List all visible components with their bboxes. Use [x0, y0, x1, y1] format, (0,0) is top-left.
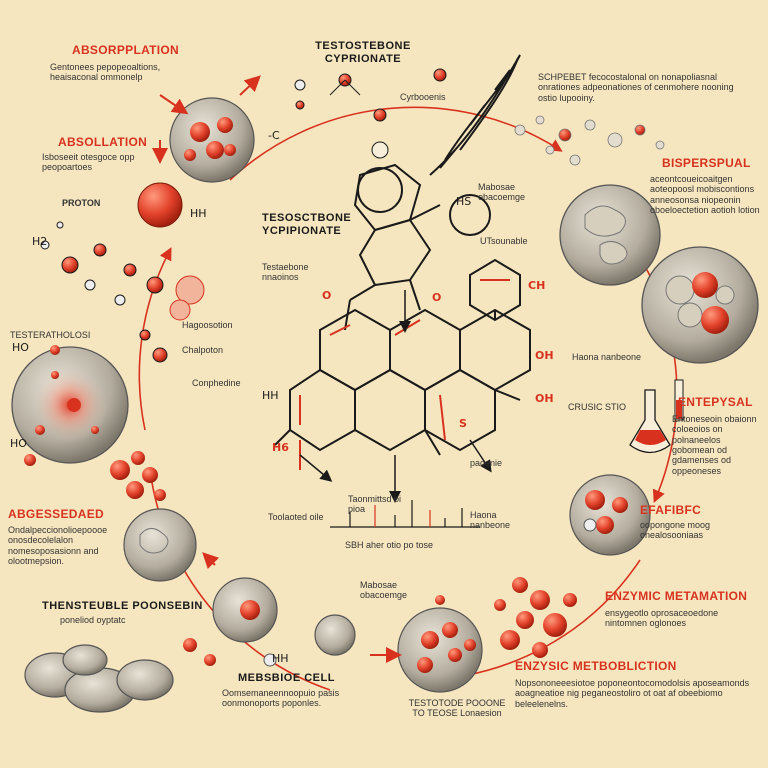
enzymic-metrobliction-heading: ENZYSIC METBOBLICTION [515, 659, 677, 673]
efafibfc-heading: EFAFIBFC [640, 503, 702, 517]
membrane-cell-text: Oomsemaneennoopuio pasis oonmonoports po… [222, 688, 340, 709]
hh-label-bottom: HH [272, 652, 289, 665]
paoenie-label: paoenie [470, 458, 503, 468]
tesobtobone-label: TESTOTODE POOONE TO TEOSE Lonaesion [408, 698, 506, 719]
enzymic-metamation-text: ensygeotlo oprosaceoedone nintomnen oglo… [605, 608, 719, 629]
lower-left-cluster [183, 638, 277, 667]
hh-label-center: HH [262, 389, 279, 402]
absorption-cell [169, 97, 255, 183]
ch-label: CH [528, 279, 546, 292]
flask-icon [629, 379, 684, 454]
top-right-bubbles [514, 115, 665, 166]
h6-label: H6 [272, 441, 289, 454]
center-title: TESOSCTBONE YCPIPIONATE [262, 212, 352, 237]
enzymic-metamation-heading: ENZYMIC METAMATION [605, 589, 748, 603]
absorption-text: Gentonees pepopeoaltions, heaisaconal om… [50, 62, 161, 83]
hs-label: HS [456, 195, 472, 208]
bisperspual-heading: BISPERSPUAL [662, 156, 751, 170]
stribe-label: SBH aher otio po tose [345, 540, 434, 550]
proton-label: PROTON [62, 198, 101, 208]
lower-left-cell-1 [123, 508, 197, 582]
conphedine-label: Conphedine [192, 378, 241, 388]
bottom-center-cell [397, 595, 483, 693]
utsounable-label: UTsounable [480, 236, 528, 246]
bisperspual-text: aceontcoueicoaitgen aoteopoosl mobiscont… [650, 174, 760, 216]
steroid-structure [274, 163, 531, 456]
efafibfc-text: oopongone moog onealosooniaas [640, 520, 711, 541]
testaebone-chain: Testaebone nnaoinos [262, 262, 309, 283]
bottom-right-cluster [494, 577, 577, 658]
thensteuble-text: poneliod oyptatc [60, 615, 126, 625]
right-big-cell [641, 246, 759, 364]
center-arrows [299, 290, 492, 503]
crusic-label: CRUSIC STIO [568, 402, 627, 412]
oc-label: -C [268, 129, 280, 142]
lower-left-cell-3 [314, 614, 356, 656]
abgessebaded-text: Ondalpeccionolioepoooe onosdecolelalon n… [8, 525, 108, 567]
top-title: TESTOSTEBONE CYPRIONATE [315, 40, 411, 65]
hh-label: HH [190, 207, 207, 220]
chalpoton-label: Chalpoton [182, 345, 224, 355]
ho-molecule [24, 345, 60, 466]
ho-label-left: HO [12, 341, 29, 354]
oh-label-1: OH [535, 349, 554, 362]
enteposal-heading: ENTEPYSAL [678, 395, 753, 409]
membrane-cell-heading: MEBSBIOE CELL [238, 672, 335, 684]
mabosae-top: Mabosae obacoemge [478, 182, 526, 203]
proton-ball [137, 182, 183, 228]
cyrbooenis-label: Cyrbooenis [400, 92, 446, 102]
h2-label: H2 [32, 235, 48, 248]
ho-label-lower: HO [10, 437, 27, 450]
left-lower-cluster [110, 451, 166, 501]
lower-left-cell-2 [212, 577, 278, 643]
top-molecules [294, 68, 447, 159]
oh-label-2: OH [535, 392, 554, 405]
helix-ribbon [429, 54, 521, 176]
abgessebaded-heading: ABGESSEDAED [8, 507, 104, 521]
absorption-heading: ABSORPPLATION [72, 43, 180, 57]
mabosae-label: Mabosae obacoemge [360, 580, 408, 601]
testerathol-label: TESTERATHOLOSI [10, 330, 91, 340]
spectrum-ticks [330, 500, 480, 528]
o-label-1: O [322, 289, 332, 302]
enzymic-metrobliction-text: Nopsononeeesiotoe poponeontocomodolsis a… [515, 678, 750, 709]
scattered-molecules [40, 221, 205, 363]
o-label-2: O [432, 291, 442, 304]
transmitted-label: Taonmittsd oi pioa [348, 494, 402, 515]
haona-label: Haona nanbeone [470, 510, 511, 531]
enteposal-text: Entoneseoin obaionn coloeoios on polnane… [672, 414, 757, 476]
tovolaoted-label: Toolaoted oile [268, 512, 324, 522]
bottom-left-blobs [24, 644, 174, 713]
bisperspual-sphere [559, 184, 661, 286]
s-label: S [459, 417, 467, 430]
absollation-heading: ABSOLLATION [58, 135, 148, 149]
left-big-cell [11, 346, 129, 464]
haona-right: Haona nanbeone [572, 352, 642, 362]
efafibfc-cell [569, 474, 651, 556]
thensteuble-heading: THENSTEUBLE POONSEBIN [42, 600, 203, 612]
top-right-text: SCHPEBET fecocostalonal on nonapoliasnal… [538, 72, 734, 103]
absollation-text: Isboseeit otesgoce opp peopoartoes [42, 152, 135, 173]
hagoosotion-label: Hagoosotion [182, 320, 233, 330]
